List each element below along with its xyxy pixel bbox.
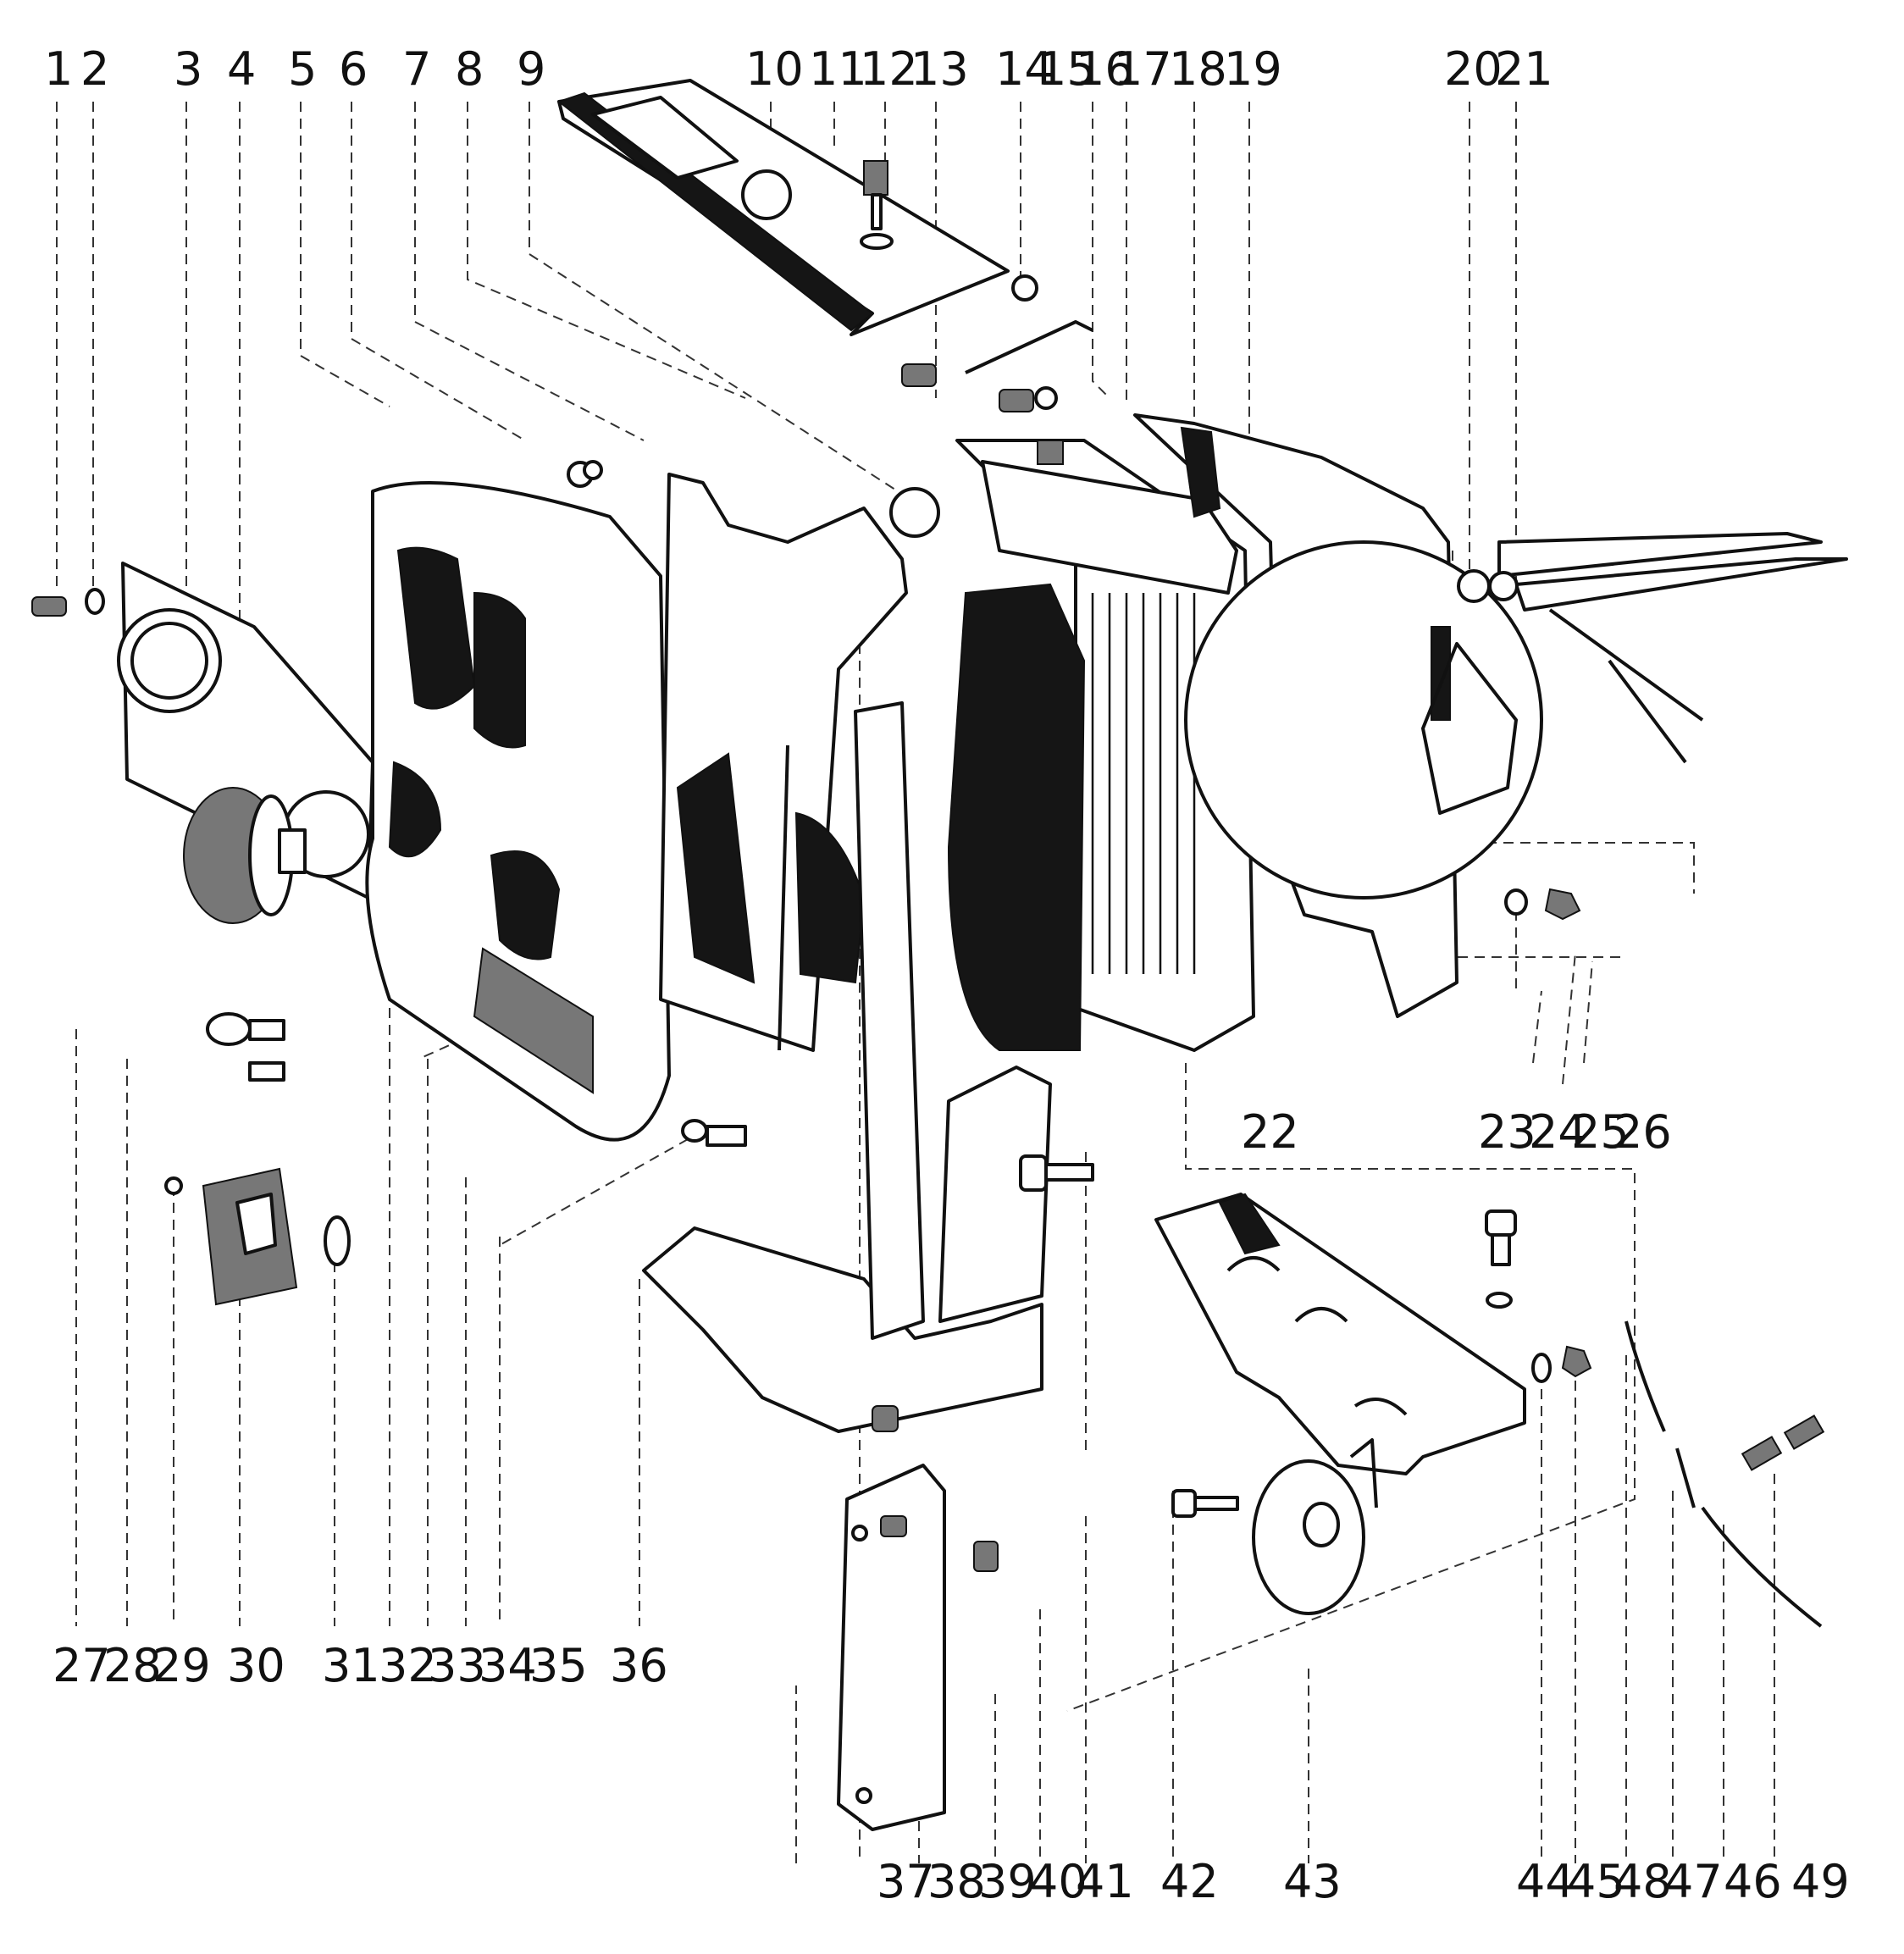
callout-label: 25 xyxy=(1571,1105,1630,1159)
callout-label: 35 xyxy=(529,1639,588,1692)
callout-label: 49 xyxy=(1791,1855,1850,1908)
bulb-large xyxy=(206,1012,285,1046)
callout-label: 10 xyxy=(745,42,804,96)
lower-bracket-plate xyxy=(837,1405,999,1831)
callout-label: 6 xyxy=(339,42,368,96)
top-grille-cover xyxy=(556,79,1010,336)
callout-label: 47 xyxy=(1664,1855,1723,1908)
radiator-bracket xyxy=(659,473,908,1052)
callout-label: 43 xyxy=(1283,1855,1342,1908)
callout-label: 9 xyxy=(517,42,545,96)
callout-label: 42 xyxy=(1160,1855,1219,1908)
callout-label: 7 xyxy=(402,42,431,96)
callout-label: 31 xyxy=(322,1639,380,1692)
callout-label: 4 xyxy=(227,42,256,96)
callout-label: 13 xyxy=(910,42,969,96)
mid-labels: 22 23 24 25 26 xyxy=(1241,1105,1672,1159)
callout-label: 27 xyxy=(53,1639,111,1692)
horn xyxy=(1252,1438,1378,1615)
callout-label: 36 xyxy=(610,1639,668,1692)
side-lamp-bulb xyxy=(324,1215,351,1266)
callout-label: 32 xyxy=(379,1639,437,1692)
callout-label: 38 xyxy=(927,1855,986,1908)
callout-label: 2 xyxy=(80,42,109,96)
callout-label: 1 xyxy=(44,42,73,96)
horn-bolt xyxy=(1171,1489,1239,1518)
callout-label: 44 xyxy=(1516,1855,1575,1908)
callout-label: 15 xyxy=(1038,42,1096,96)
callout-label: 17 xyxy=(1114,42,1172,96)
radiator-fins xyxy=(1091,593,1196,974)
callout-label: 16 xyxy=(1076,42,1134,96)
callout-label: 14 xyxy=(995,42,1054,96)
callout-label: 46 xyxy=(1724,1855,1782,1908)
headlamp xyxy=(183,787,307,924)
callout-label: 24 xyxy=(1529,1105,1587,1159)
housing-screw xyxy=(681,1119,747,1147)
callout-label: 5 xyxy=(288,42,317,96)
callout-label: 18 xyxy=(1169,42,1227,96)
callout-label: 3 xyxy=(174,42,202,96)
bottom-labels: 27 28 29 30 31 32 33 34 35 36 37 38 39 4… xyxy=(53,1639,1850,1908)
fan-blade xyxy=(1421,532,1848,815)
panel-screw xyxy=(31,588,105,617)
coolant-hoses xyxy=(1624,1320,1825,1628)
horn-nut xyxy=(1531,1345,1592,1383)
callout-label: 8 xyxy=(455,42,484,96)
callout-label: 23 xyxy=(1478,1105,1536,1159)
mount-bolt xyxy=(1019,1154,1094,1192)
lower-shield xyxy=(1154,1193,1526,1475)
bulb-small xyxy=(248,1061,285,1082)
side-mount-bracket xyxy=(642,701,1052,1433)
support-rod xyxy=(901,274,1093,412)
callout-label: 41 xyxy=(1076,1855,1134,1908)
callout-label: 11 xyxy=(809,42,867,96)
callout-label: 34 xyxy=(479,1639,537,1692)
callout-label: 19 xyxy=(1224,42,1282,96)
callout-label: 21 xyxy=(1495,42,1553,96)
radiator xyxy=(889,439,1255,1052)
callout-label: 37 xyxy=(877,1855,935,1908)
side-lamp xyxy=(164,1167,298,1306)
callout-label: 20 xyxy=(1444,42,1503,96)
callout-label: 22 xyxy=(1241,1105,1299,1159)
callout-label: 40 xyxy=(1029,1855,1088,1908)
shield-bolt xyxy=(1485,1209,1517,1309)
callout-label: 39 xyxy=(978,1855,1037,1908)
top-bolt xyxy=(860,160,894,250)
callout-label: 26 xyxy=(1613,1105,1672,1159)
callout-label: 45 xyxy=(1567,1855,1625,1908)
grille-housing xyxy=(365,460,671,1142)
callout-label: 28 xyxy=(103,1639,162,1692)
callout-label: 30 xyxy=(227,1639,285,1692)
callout-label: 33 xyxy=(428,1639,486,1692)
top-labels: 1 2 3 4 5 6 7 8 9 10 11 12 13 14 15 16 1… xyxy=(44,42,1553,96)
washer-nut xyxy=(1504,888,1581,921)
callout-label: 48 xyxy=(1613,1855,1672,1908)
callout-label: 29 xyxy=(152,1639,211,1692)
callout-label: 12 xyxy=(860,42,918,96)
